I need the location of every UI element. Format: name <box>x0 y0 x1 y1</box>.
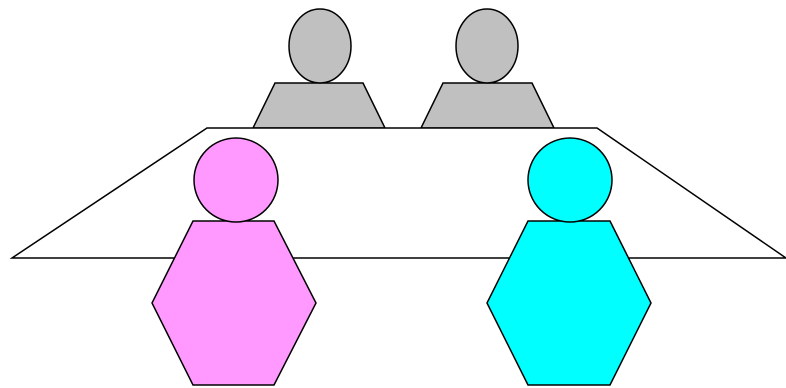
table <box>12 128 786 258</box>
person-back-left-body <box>253 83 385 128</box>
person-front-right-head <box>528 138 612 222</box>
person-back-right <box>421 9 554 128</box>
person-back-left-head <box>289 9 351 83</box>
person-front-left-head <box>194 138 278 222</box>
person-back-right-body <box>421 83 554 128</box>
person-back-left <box>253 9 385 128</box>
person-back-right-head <box>456 9 518 83</box>
